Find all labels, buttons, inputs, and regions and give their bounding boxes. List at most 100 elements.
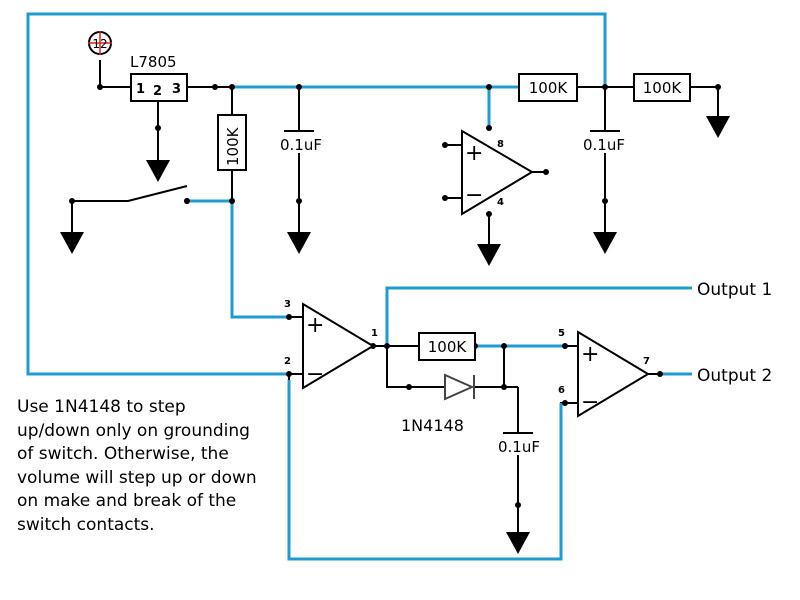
opamp-plus-sign: + — [306, 313, 324, 338]
junction-dot — [406, 384, 412, 390]
supply-label: 12 — [92, 37, 107, 51]
junction-dot — [543, 169, 549, 175]
resistor-body — [418, 332, 476, 361]
junction-dot — [442, 195, 448, 201]
junction-dot — [442, 142, 448, 148]
opamp-pin-8: 8 — [497, 139, 504, 150]
ground-icon — [506, 532, 530, 554]
junction-dot — [69, 198, 75, 204]
opamp-output: + − 5 6 7 — [558, 328, 650, 418]
capacitor-reg: 0.1uF — [276, 130, 324, 154]
cap-value: 0.1uF — [280, 136, 322, 154]
output-1-label: Output 1 — [697, 280, 772, 300]
cap-label-bg — [490, 435, 546, 455]
ground-icon — [706, 116, 730, 138]
junction-dot — [212, 84, 218, 90]
capacitor-ref: 0.1uF — [578, 130, 630, 154]
opamp-minus-sign: − — [306, 362, 324, 387]
resistor-bias: 100K — [217, 114, 247, 171]
junction-dot — [515, 502, 521, 508]
regulator-pin-1: 1 — [136, 82, 145, 97]
junction-dot — [501, 384, 507, 390]
resistor-value: 100K — [224, 126, 242, 166]
diode-1n4148: 1N4148 — [401, 373, 475, 435]
switch — [184, 198, 190, 204]
opamp-pin-7: 7 — [643, 356, 650, 367]
junction-dot — [155, 125, 161, 131]
opamp-body — [577, 330, 650, 418]
regulator-pin-3: 3 — [172, 82, 181, 97]
opamp-pin-5: 5 — [558, 328, 565, 339]
cap-value: 0.1uF — [583, 136, 625, 154]
regulator-name: L7805 — [130, 53, 177, 71]
resistor-value: 100K — [428, 338, 468, 356]
junction-dot — [229, 198, 235, 204]
junction-dots — [69, 84, 721, 508]
cap-label-bg — [578, 133, 630, 153]
resistor-body — [633, 73, 691, 102]
junction-dot — [229, 84, 235, 90]
junction-dot — [562, 343, 568, 349]
switch-contact — [184, 198, 190, 204]
capacitor-filter: 0.1uF — [490, 432, 546, 456]
ground-icon — [593, 232, 617, 254]
junction-dot — [296, 84, 302, 90]
junction-dot — [602, 198, 608, 204]
resistor-top-mid: 100K — [518, 73, 578, 102]
resistor-filter: 100K — [418, 332, 476, 361]
supply-12v-symbol: 12 — [88, 31, 112, 55]
diode-triangle — [444, 373, 475, 401]
opamp-minus-sign: − — [465, 183, 483, 208]
ground-icon — [287, 232, 311, 254]
output-2-label: Output 2 — [697, 366, 772, 386]
junction-dot — [296, 198, 302, 204]
regulator-body — [130, 73, 188, 102]
resistor-body — [217, 114, 247, 171]
opamp-body — [461, 129, 534, 216]
diode-label: 1N4148 — [401, 416, 464, 435]
opamp-pin-4: 4 — [497, 197, 504, 208]
resistor-value: 100K — [529, 79, 569, 97]
junction-dot — [384, 343, 390, 349]
resistor-top-right: 100K — [633, 73, 691, 102]
ground-icon — [60, 232, 84, 254]
opamp-body — [302, 302, 375, 390]
regulator-l7805: L7805 1 2 3 — [130, 53, 188, 102]
opamp-plus-sign: + — [465, 141, 483, 166]
opamp-pin-2: 2 — [284, 356, 291, 367]
junction-dot — [657, 371, 663, 377]
opamp-buffer: + − 8 4 — [461, 129, 534, 216]
cap-label-bg — [276, 133, 324, 153]
opamp-pin-6: 6 — [558, 385, 565, 396]
junction-dot — [602, 84, 608, 90]
blue-feedback-overlay — [287, 380, 563, 561]
wire-switch-node — [190, 199, 289, 319]
wire-feedback-bottom — [288, 374, 565, 560]
blue-wires — [26, 12, 692, 376]
ground-symbols — [60, 116, 730, 554]
wire-switch-left — [71, 185, 188, 232]
cap-value: 0.1uF — [498, 438, 540, 456]
junction-dot — [97, 84, 103, 90]
wire-outer-loop — [26, 12, 607, 376]
wire-supply — [99, 60, 131, 88]
junction-dot — [286, 371, 292, 377]
junction-dot — [486, 211, 492, 217]
junction-dot — [486, 125, 492, 131]
junction-dot — [562, 400, 568, 406]
opamp-minus-sign: − — [581, 390, 599, 415]
regulator-pin-2: 2 — [153, 84, 162, 99]
opamp-comparator: + − 3 2 1 — [284, 299, 378, 390]
opamp-plus-sign: + — [581, 342, 599, 367]
junction-dot — [501, 343, 507, 349]
ground-icon — [477, 244, 501, 266]
ground-icon — [146, 160, 170, 182]
junction-dot — [486, 84, 492, 90]
wire-top-right — [690, 86, 719, 116]
resistor-body — [518, 73, 578, 102]
junction-dot — [715, 84, 721, 90]
wire-feedback-bottom-blue — [287, 380, 563, 561]
opamp-pin-3: 3 — [284, 299, 291, 310]
wire-output1 — [385, 286, 692, 346]
